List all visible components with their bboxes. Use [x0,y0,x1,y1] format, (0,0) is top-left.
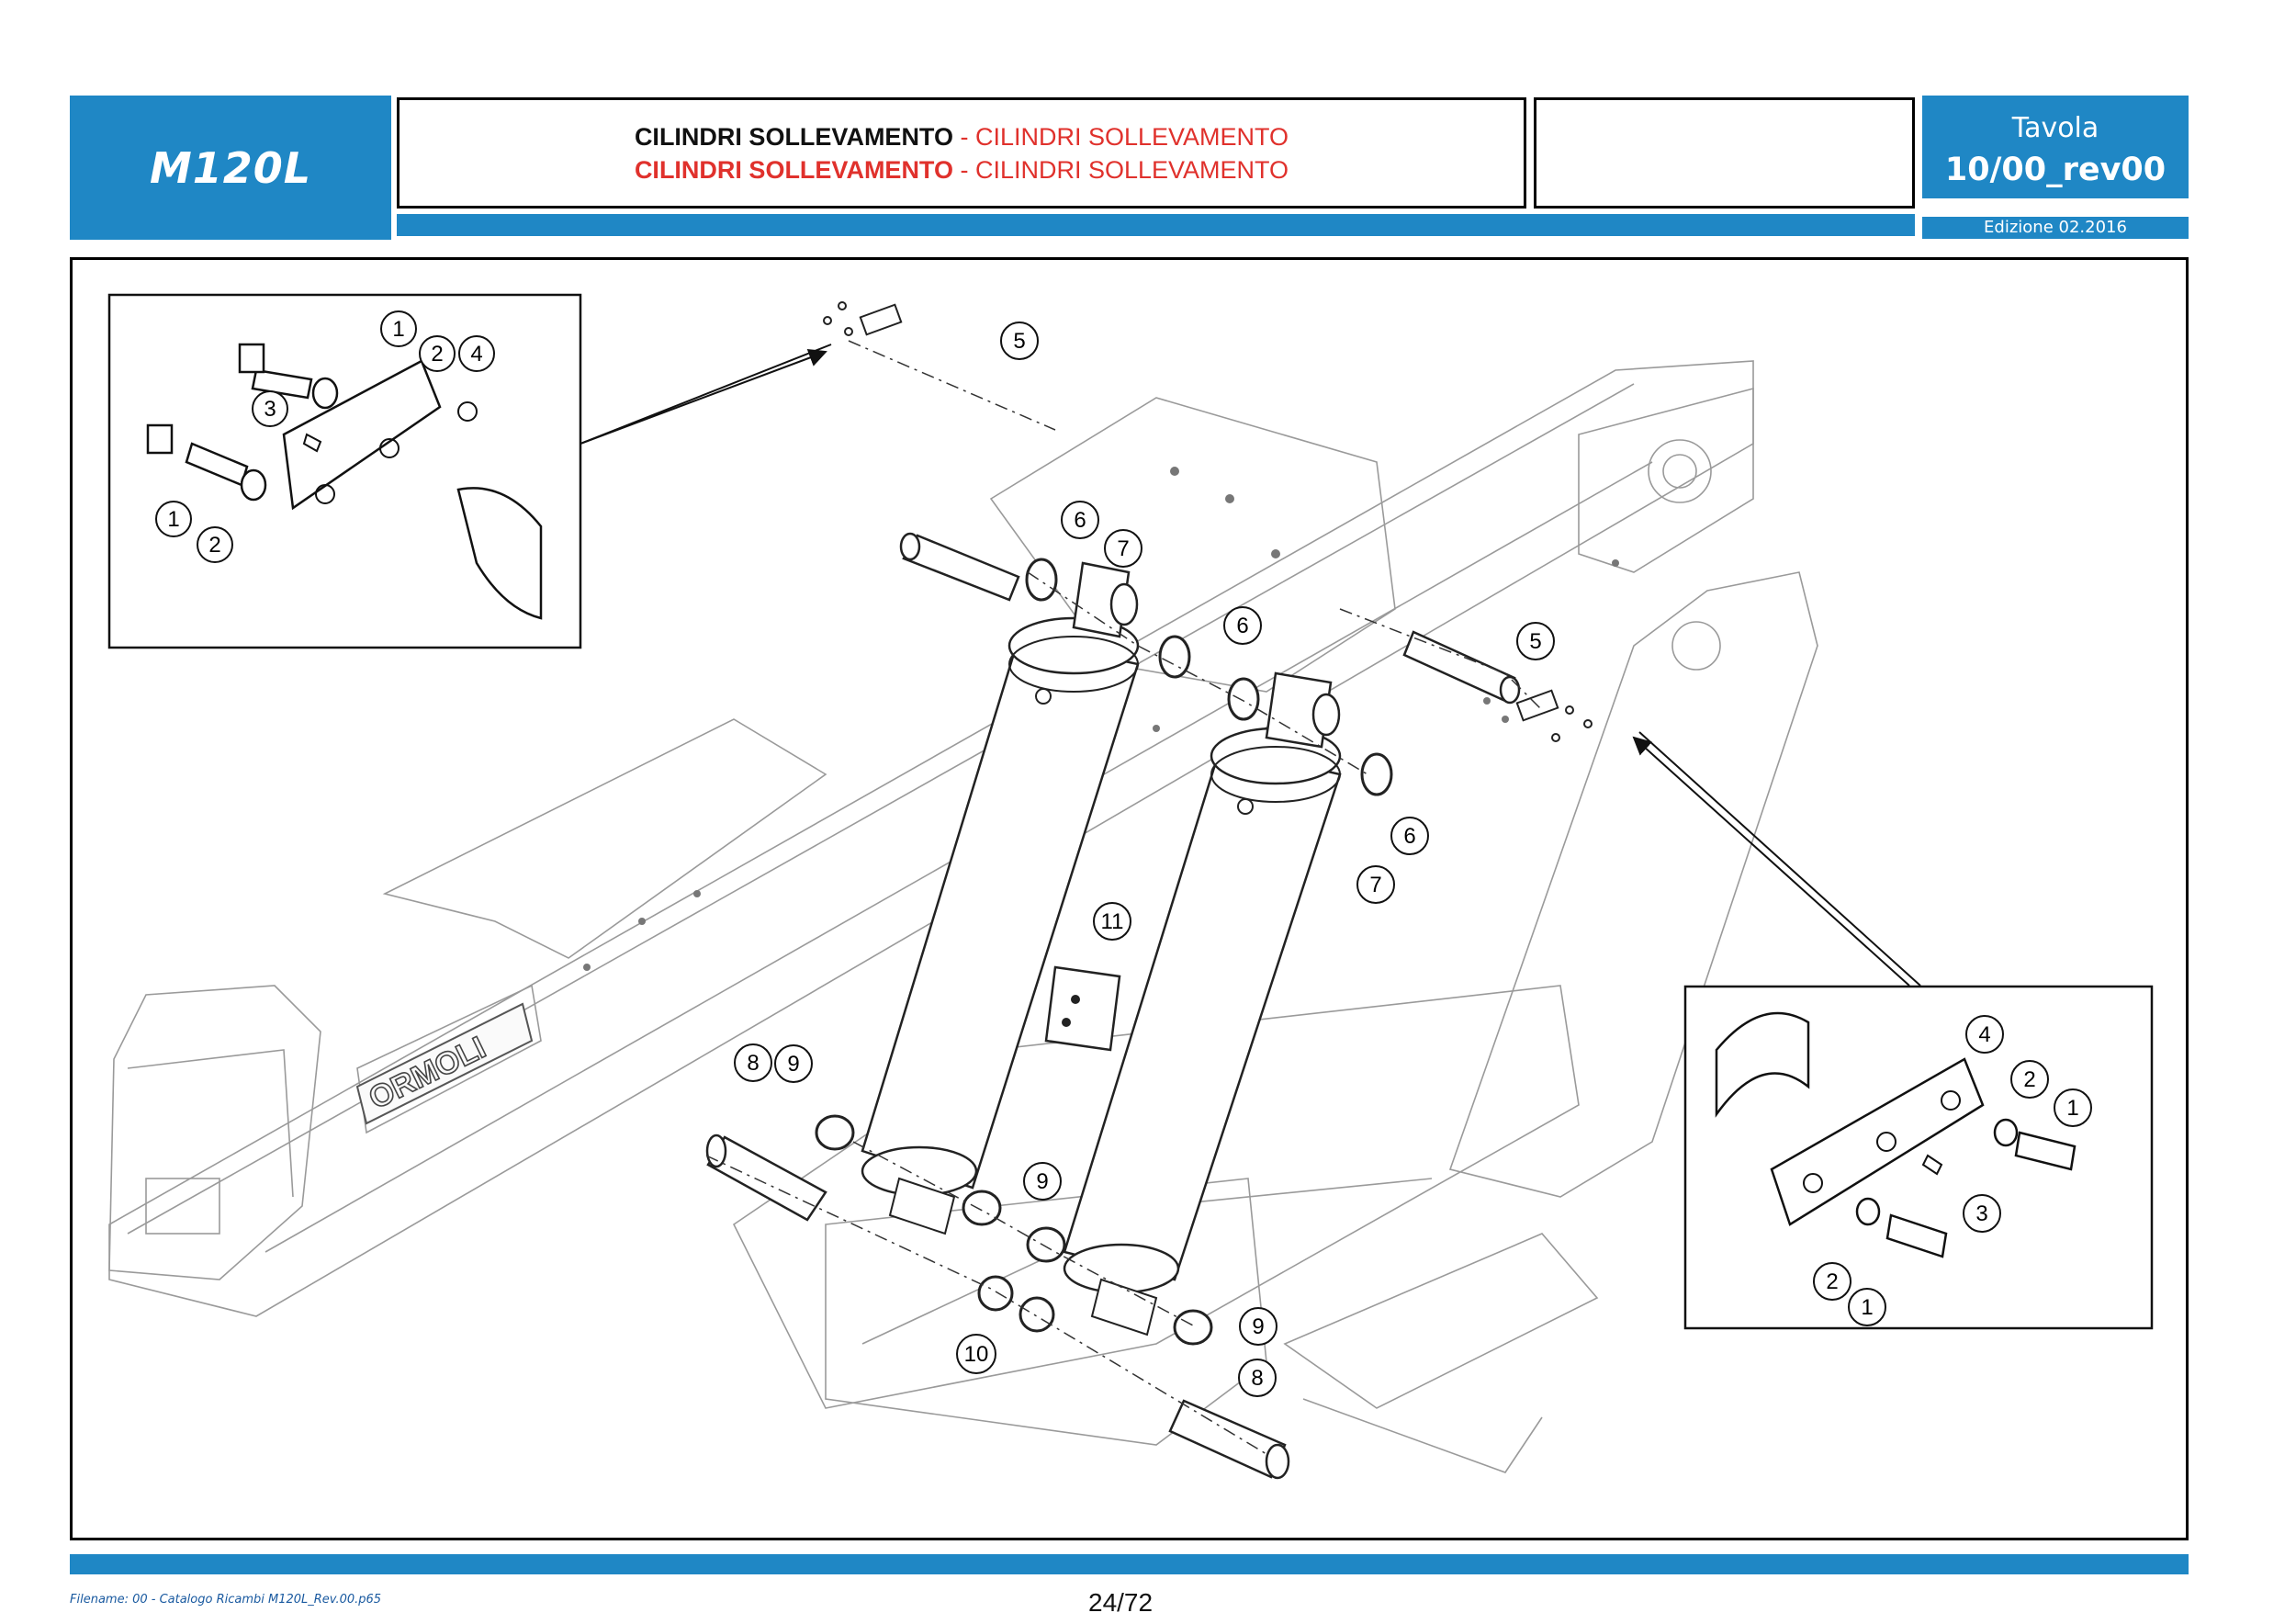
svg-text:10: 10 [964,1342,989,1367]
exploded-diagram: ORMOLI [107,293,2154,1480]
callout-7: 7 [1356,865,1395,904]
brand-plate: ORMOLI [355,1002,534,1125]
callout-8: 8 [734,1043,772,1082]
callout-1: 1 [155,501,192,537]
svg-text:4: 4 [470,342,482,367]
callout-9: 9 [774,1044,813,1083]
svg-text:7: 7 [1369,873,1381,897]
page-number: 24/72 [1088,1588,1154,1617]
callout-8: 8 [1238,1359,1277,1397]
title-1-black: CILINDRI SOLLEVAMENTO [634,122,953,151]
tavola-code: 10/00_rev00 [1944,152,2167,188]
svg-text:2: 2 [208,533,220,558]
svg-text:5: 5 [1529,629,1541,654]
pins [705,532,1521,1480]
edition-label: Edizione 02.2016 [1922,217,2189,239]
callout-6: 6 [1223,606,1262,645]
svg-text:6: 6 [1403,824,1415,849]
svg-text:9: 9 [1036,1169,1048,1194]
callout-2: 2 [2010,1060,2049,1099]
callout-11: 11 [1093,902,1131,941]
exploded-diagram-frame: ORMOLI [70,257,2189,1540]
title-line-1: CILINDRI SOLLEVAMENTO - CILINDRI SOLLEVA… [635,120,1289,153]
tavola-label: Tavola [2011,112,2099,144]
callout-1: 1 [380,310,417,347]
title-1-sep: - [952,122,975,151]
assembly-lines [705,340,1543,1455]
svg-text:4: 4 [1978,1022,1990,1047]
callout-5: 5 [1000,321,1039,360]
hydraulic-cylinder-right [1063,671,1342,1336]
svg-text:8: 8 [1251,1366,1263,1391]
svg-text:2: 2 [2023,1067,2035,1092]
callout-2: 2 [419,335,456,372]
frame-holes [583,467,1619,971]
callout-6: 6 [1061,501,1099,539]
footer-blue-strip [70,1554,2189,1574]
svg-text:6: 6 [1074,508,1086,533]
svg-text:1: 1 [167,507,179,532]
svg-text:3: 3 [264,397,276,422]
svg-text:1: 1 [2066,1096,2078,1121]
inset-detail-top-left [107,293,832,649]
callout-3: 3 [1963,1194,2001,1233]
hydraulic-cylinder-left [861,561,1140,1235]
svg-text:2: 2 [431,342,443,367]
header-blue-strip [397,214,1915,236]
callout-9: 9 [1239,1307,1277,1346]
model-badge: M120L [70,96,391,240]
svg-text:8: 8 [747,1051,759,1076]
svg-text:1: 1 [1861,1295,1873,1320]
svg-text:1: 1 [392,317,404,342]
callout-5: 5 [1516,622,1555,660]
callout-4: 4 [458,335,495,372]
title-2-sep: - [952,155,975,184]
svg-text:7: 7 [1117,536,1129,561]
svg-text:11: 11 [1101,909,1124,934]
svg-text:9: 9 [787,1052,799,1077]
inset-detail-bottom-right [1632,731,2154,1330]
washers [815,558,1393,1346]
part-callouts: 1 2 4 3 1 2 5 6 7 6 5 6 7 11 8 9 9 10 9 … [155,310,2092,1397]
model-name: M120L [149,142,312,193]
callout-3: 3 [252,390,288,427]
callout-4: 4 [1965,1015,2004,1054]
callout-9: 9 [1023,1162,1062,1201]
empty-header-box [1534,97,1915,209]
title-2-red: CILINDRI SOLLEVAMENTO [974,155,1289,184]
title-box: CILINDRI SOLLEVAMENTO - CILINDRI SOLLEVA… [397,97,1526,209]
callout-1: 1 [1848,1288,1886,1326]
sensor-block [1044,965,1121,1052]
svg-text:2: 2 [1826,1269,1838,1294]
callout-2: 2 [1813,1262,1851,1301]
footer-filename: Filename: 00 - Catalogo Ricambi M120L_Re… [70,1593,382,1607]
callout-7: 7 [1104,529,1142,568]
callout-2: 2 [197,526,233,563]
svg-text:6: 6 [1236,614,1248,638]
title-2-black: CILINDRI SOLLEVAMENTO [634,155,953,184]
svg-text:5: 5 [1013,329,1025,354]
callout-1: 1 [2054,1088,2092,1127]
svg-text:9: 9 [1252,1314,1264,1339]
tavola-box: Tavola 10/00_rev00 [1922,96,2189,198]
title-line-2: CILINDRI SOLLEVAMENTO - CILINDRI SOLLEVA… [635,153,1289,186]
callout-6: 6 [1390,817,1429,855]
callout-10: 10 [956,1334,996,1374]
svg-text:3: 3 [1975,1201,1987,1226]
title-1-red: CILINDRI SOLLEVAMENTO [974,122,1289,151]
